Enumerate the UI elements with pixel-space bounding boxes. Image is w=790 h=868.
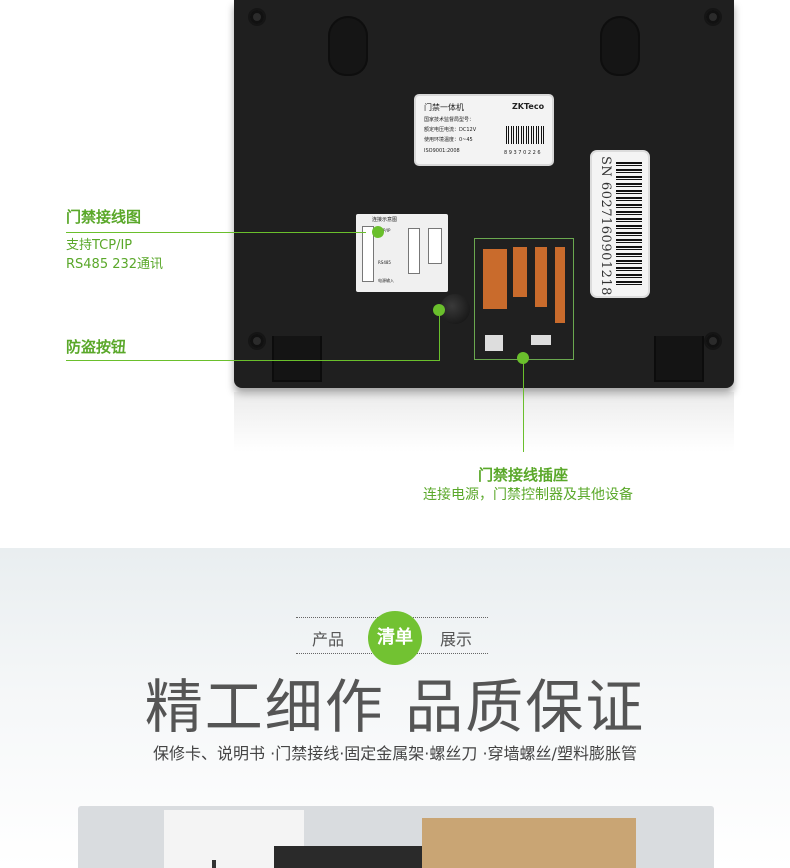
screw-icon (704, 8, 722, 26)
barcode-icon (616, 162, 642, 288)
socket-subtitle: 连接电源，门禁控制器及其他设备 (423, 487, 633, 503)
callout-dot (433, 304, 445, 316)
package-photo (78, 806, 714, 868)
connector-pins (483, 249, 507, 309)
screw-icon (704, 332, 722, 350)
callout-dot (517, 352, 529, 364)
sn-number: 6027160901218 (598, 181, 613, 296)
wiring-label-title: 连接示意图 (372, 217, 398, 223)
barcode-icon (506, 126, 544, 144)
usb-port (485, 335, 503, 351)
callout-dot (372, 226, 384, 238)
packing-badge: 清单 (368, 611, 422, 665)
callout-line (66, 360, 440, 361)
reflection (234, 392, 734, 452)
mount-foot (272, 336, 322, 382)
wiring-block (428, 228, 442, 264)
device-in-box (274, 846, 428, 868)
packing-right-word: 展示 (440, 630, 473, 649)
screw-icon (248, 332, 266, 350)
wiring-label-item: TCP/IP (378, 228, 391, 233)
wiring-block (408, 228, 420, 274)
mount-foot (654, 336, 704, 382)
nameplate-label: 门禁一体机 ZKTeco 国家技术监督局型号： 额定电压电流：DC12V 使用环… (416, 96, 552, 164)
nameplate-title: 门禁一体机 (424, 103, 464, 112)
packing-left-word: 产品 (312, 630, 345, 649)
callout-line (66, 232, 366, 233)
wiring-label-item: 电源输入 (378, 278, 394, 283)
screw-icon (248, 8, 266, 26)
tamper-title: 防盗按钮 (66, 338, 127, 356)
connector-pins (513, 247, 527, 297)
wiring-diagram-line2: RS485 232通讯 (66, 257, 164, 272)
cardboard-box (422, 818, 636, 868)
nameplate-line: ISO9001:2008 (424, 148, 460, 154)
wiring-label-item: RS485 (378, 260, 391, 265)
socket-title: 门禁接线插座 (477, 466, 568, 484)
headline: 精工细作 品质保证 (144, 673, 646, 741)
sn-label: SN (598, 156, 613, 178)
mount-keyhole (328, 16, 368, 76)
brand-logo: ZKTeco (512, 102, 545, 111)
nameplate-line: 国家技术监督局型号： (424, 117, 475, 123)
callout-line (523, 360, 524, 452)
dip-switch (531, 335, 551, 345)
screw-item (212, 860, 216, 868)
connector-pins (555, 247, 565, 323)
nameplate-line: 使用环境温度：0~45 (424, 137, 473, 143)
wiring-block (362, 226, 374, 282)
wiring-diagram-line1: 支持TCP/IP (66, 238, 133, 253)
serial-number-text: SN 6027160901218 (598, 156, 613, 296)
nameplate-line: 额定电压电流：DC12V (424, 127, 477, 133)
wiring-diagram-label: 连接示意图 TCP/IP RS485 电源输入 (356, 214, 448, 292)
device-back-panel: 门禁一体机 ZKTeco 国家技术监督局型号： 额定电压电流：DC12V 使用环… (234, 0, 734, 388)
accessories-list: 保修卡、说明书 ·门禁接线·固定金属架·螺丝刀 ·穿墙螺丝/塑料膨胀管 (153, 744, 637, 763)
tamper-button[interactable] (440, 294, 470, 324)
wiring-diagram-title: 门禁接线图 (66, 208, 142, 226)
mount-keyhole (600, 16, 640, 76)
serial-number-sticker: SN 6027160901218 (592, 152, 648, 296)
connector-pins (535, 247, 547, 307)
nameplate-serial: 8 9 3 7 0 2 2 6 (504, 150, 541, 156)
callout-line (439, 312, 440, 360)
wiring-socket[interactable] (474, 238, 574, 360)
